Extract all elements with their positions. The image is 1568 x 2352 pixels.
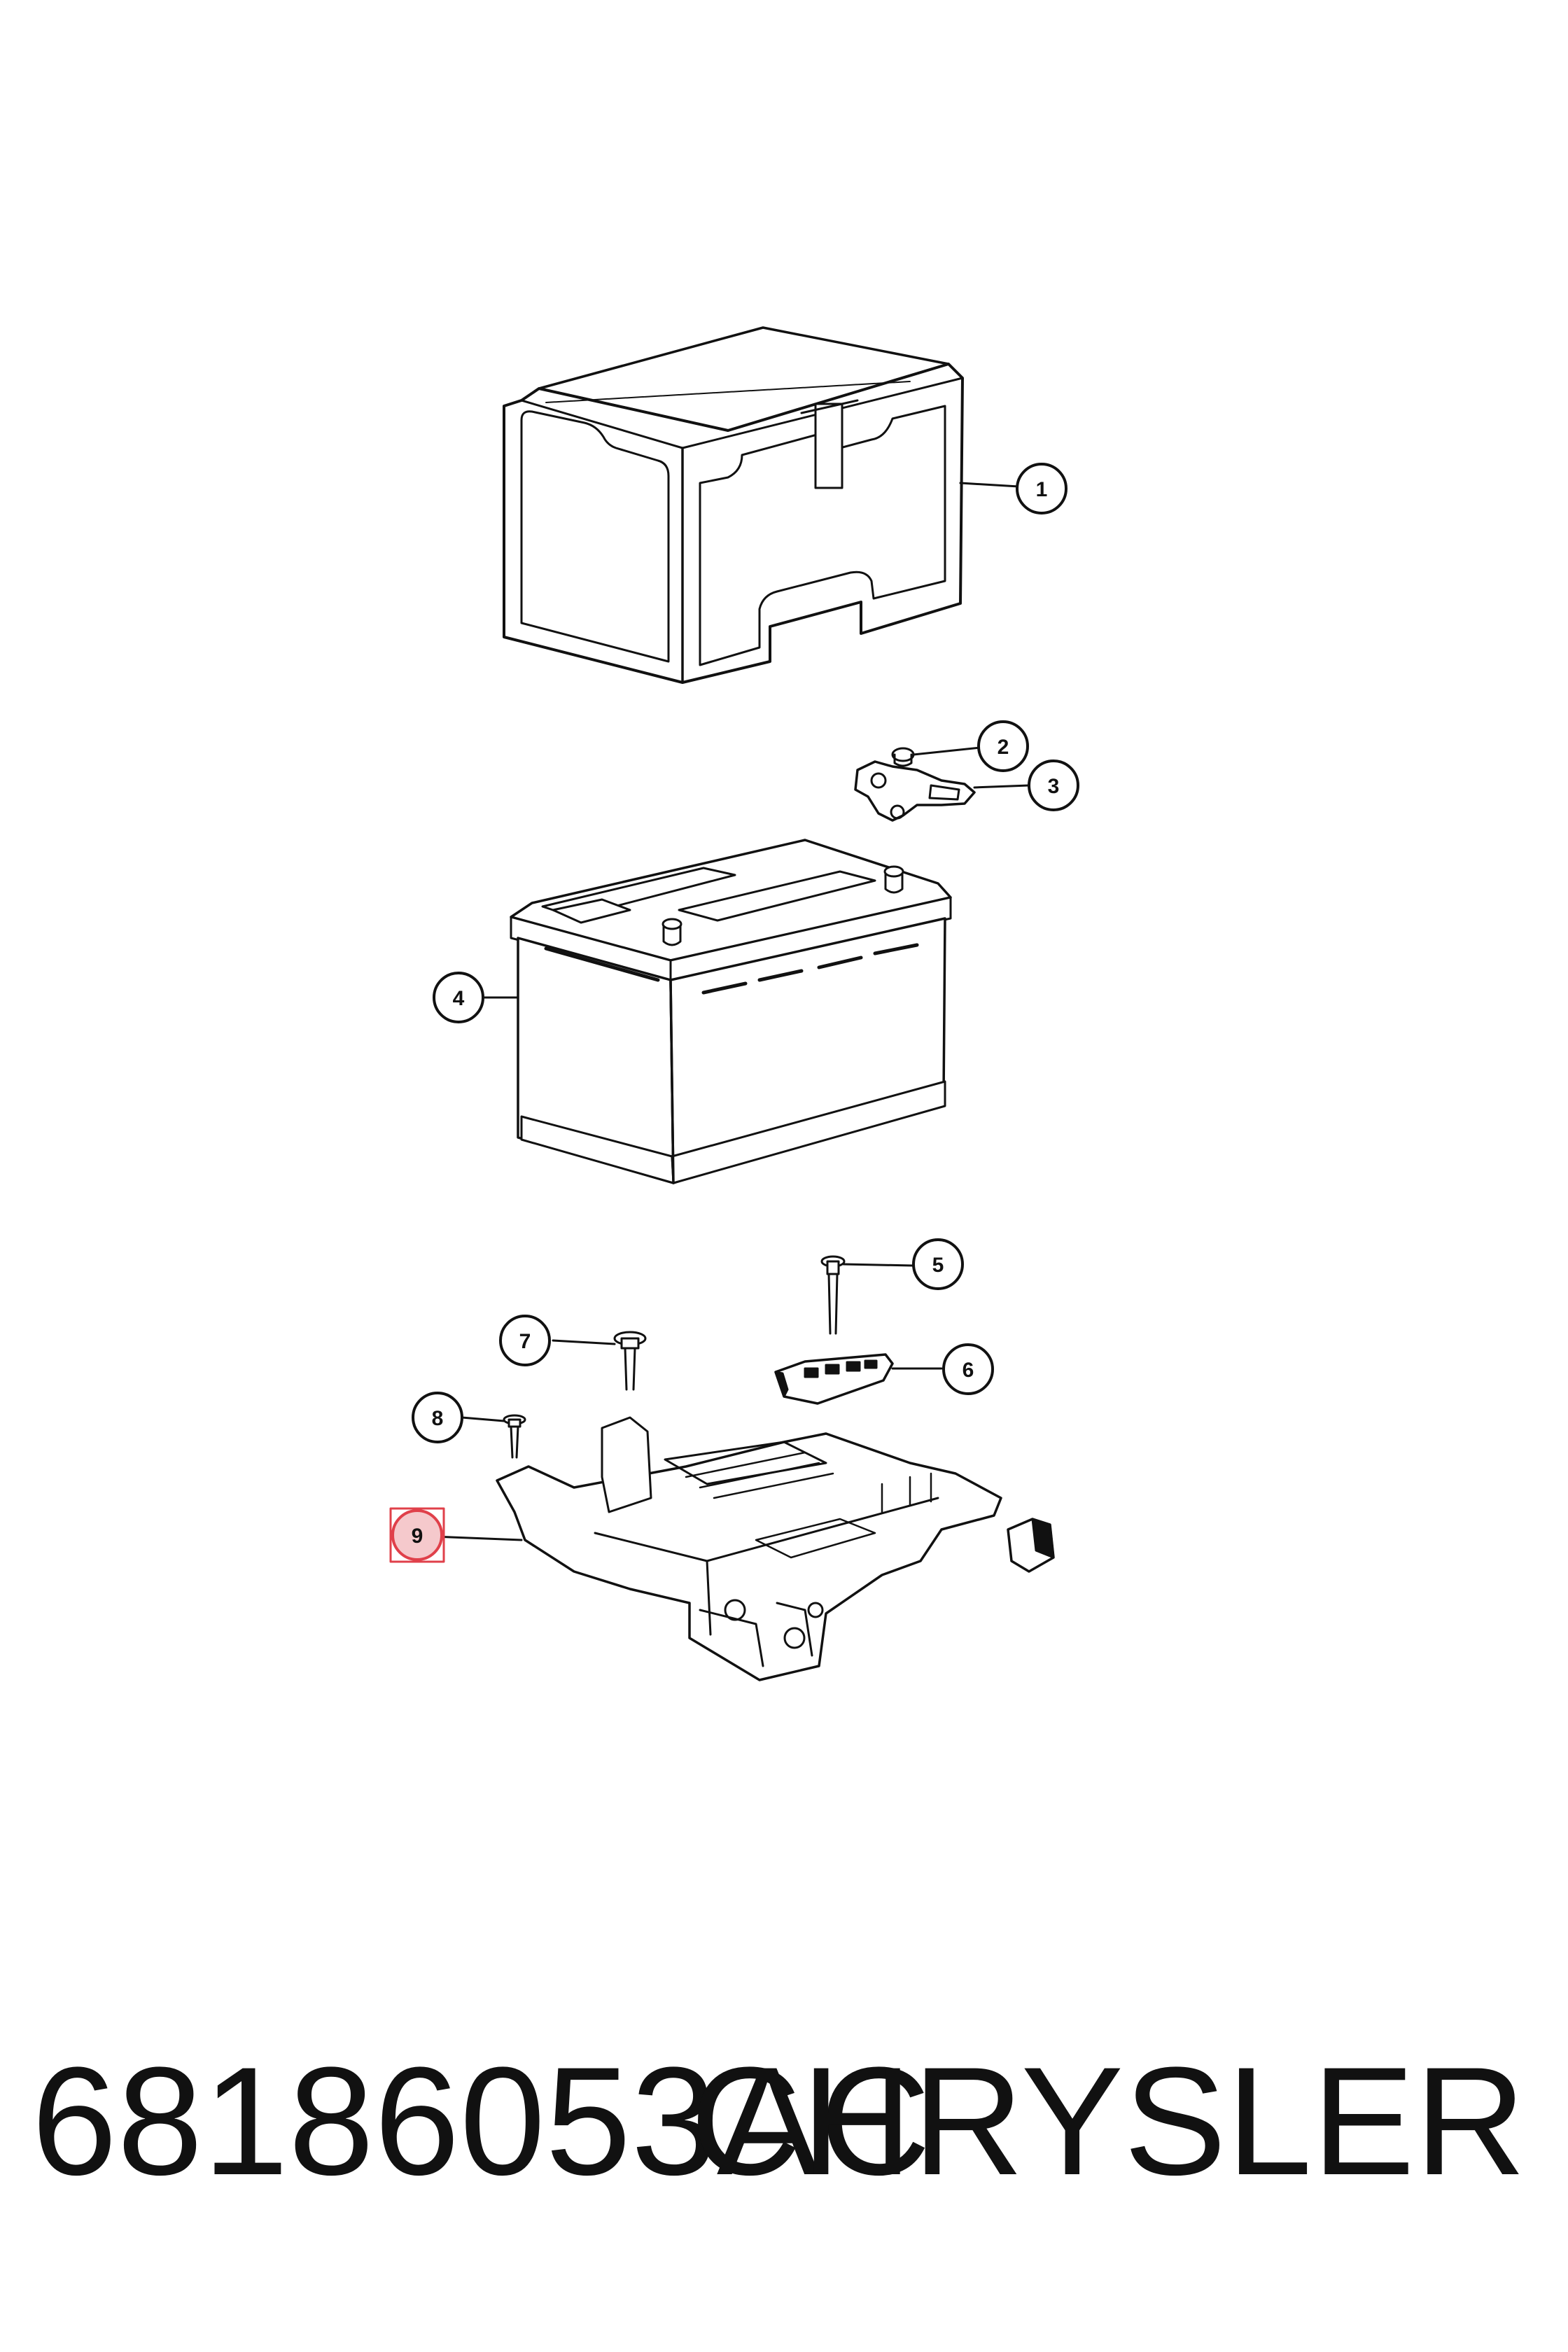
brand-name: CHRYSLER (690, 2035, 1526, 2207)
battery-cover-illustration (503, 326, 1020, 684)
callout-8: 8 (412, 1392, 463, 1443)
callout-9-highlighted: 9 (389, 1507, 445, 1563)
callout-label: 7 (519, 1330, 531, 1353)
callout-label: 9 (412, 1525, 424, 1548)
callout-6: 6 (942, 1343, 994, 1395)
callout-label: 2 (997, 736, 1009, 759)
callout-label: 4 (453, 987, 465, 1010)
callout-5: 5 (912, 1238, 964, 1290)
part-number: 68186053AC (31, 2035, 931, 2207)
callout-2: 2 (977, 720, 1029, 772)
callout-label: 5 (932, 1254, 944, 1277)
callout-label: 6 (962, 1359, 974, 1382)
callout-label: 8 (432, 1407, 444, 1430)
tray-bolt-illustration (552, 1331, 647, 1391)
battery-illustration (454, 839, 952, 1184)
hold-down-clamp-illustration (774, 1353, 943, 1405)
footer: 68186053AC CHRYSLER (0, 2016, 1568, 2226)
callout-3: 3 (1028, 760, 1079, 811)
exploded-parts-diagram: 1 2 3 4 5 6 7 8 9 (389, 326, 1079, 1681)
callout-1: 1 (1016, 463, 1068, 514)
callout-label: 1 (1036, 478, 1048, 501)
tray-screw-illustration (461, 1414, 526, 1459)
callout-label: 3 (1048, 775, 1060, 798)
terminal-clamp-illustration (854, 746, 1030, 822)
callout-4: 4 (433, 972, 484, 1023)
callout-7: 7 (499, 1315, 551, 1366)
hold-down-bolt-illustration (820, 1255, 915, 1335)
battery-tray-illustration (431, 1416, 1055, 1681)
